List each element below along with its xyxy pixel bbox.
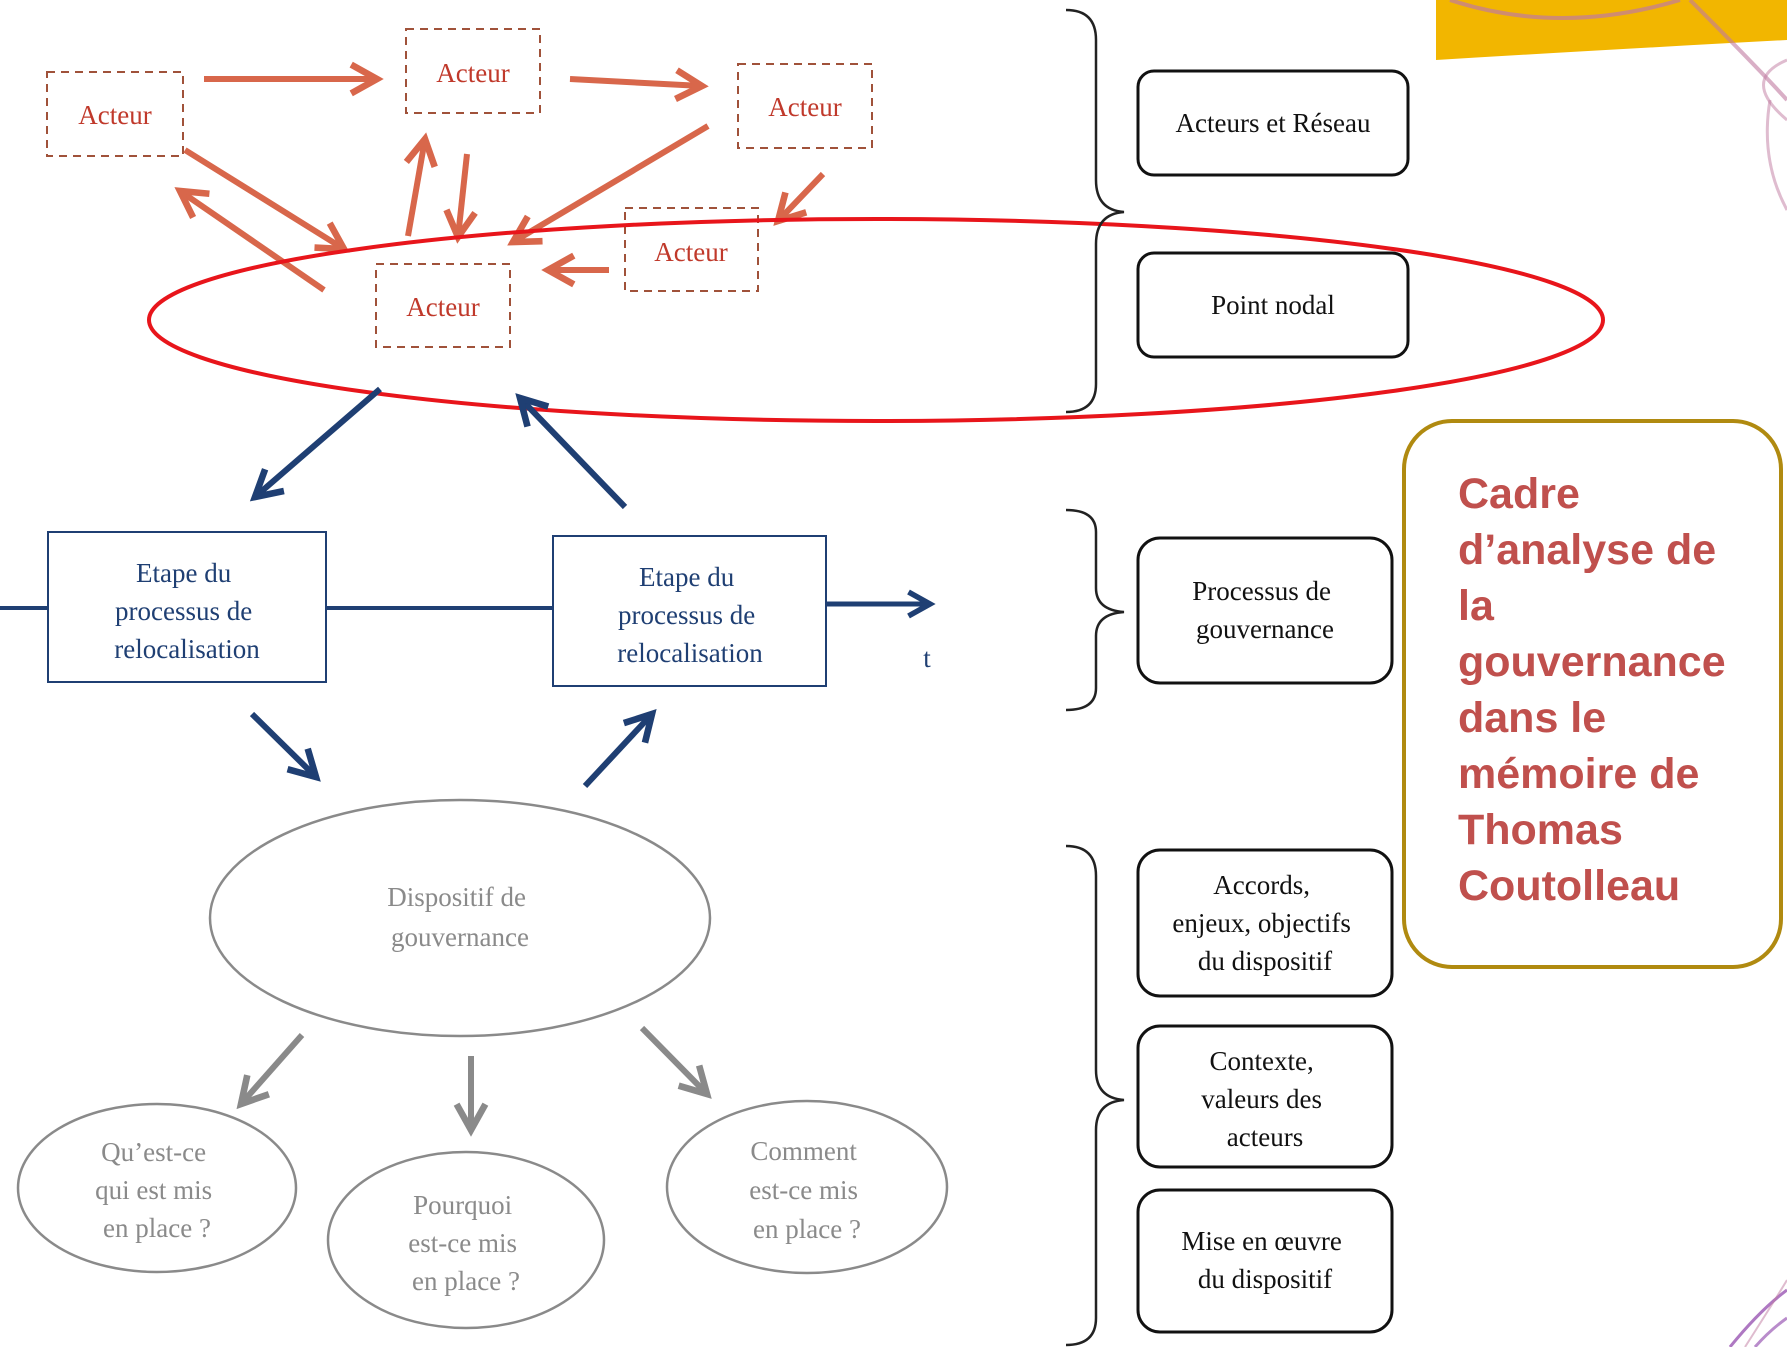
brace-process bbox=[1065, 508, 1125, 712]
box-context: Contexte, valeurs des acteurs bbox=[1136, 1024, 1394, 1169]
box-agreements: Accords, enjeux, objectifs du dispositif bbox=[1136, 848, 1394, 998]
arrow-nodal-to-step1 bbox=[249, 386, 382, 502]
process-step-1: Etape du processus de relocalisation bbox=[47, 531, 327, 683]
dispositif-line: gouvernance bbox=[391, 922, 529, 952]
arrow-dispositif-to-how bbox=[639, 1025, 712, 1099]
arrow-actor-top-to-right bbox=[569, 67, 709, 102]
callout-line: mémoire de bbox=[1458, 750, 1699, 798]
svg-text:Mise en œuvre du dispo: Mise en œuvre du dispositif bbox=[1181, 1226, 1348, 1294]
arrow-step2-to-nodal bbox=[515, 393, 628, 510]
callout-line: gouvernance bbox=[1458, 638, 1726, 686]
box-label: Point nodal bbox=[1211, 290, 1335, 320]
callout-line: Cadre bbox=[1458, 470, 1580, 518]
box-governance-process: Processus de gouvernance bbox=[1136, 536, 1394, 685]
process-step-label: Etape du processus de relocalisation bbox=[617, 562, 763, 668]
step-line: processus de bbox=[618, 600, 755, 630]
actor-label: Acteur bbox=[436, 58, 509, 88]
corner-decoration-bottom bbox=[1728, 1279, 1787, 1347]
time-axis-label: t bbox=[923, 643, 931, 673]
actor-network: Acteur Acteur Acteur Acteur Acteur bbox=[46, 28, 873, 348]
box-line: valeurs des bbox=[1201, 1084, 1322, 1114]
svg-text:Contexte, valeurs des: Contexte, valeurs des acteurs bbox=[1201, 1046, 1328, 1152]
box-line: Processus de bbox=[1192, 576, 1331, 606]
step-line: relocalisation bbox=[617, 638, 763, 668]
actor-box-top: Acteur bbox=[405, 28, 541, 114]
box-line: du dispositif bbox=[1198, 946, 1332, 976]
question-how: Comment est-ce mis en place ? bbox=[665, 1099, 949, 1275]
box-line: Contexte, bbox=[1210, 1046, 1314, 1076]
nodal-point-highlight bbox=[147, 217, 1605, 423]
question-line: Comment bbox=[750, 1136, 857, 1166]
arrow-dispositif-to-step2 bbox=[582, 709, 657, 789]
box-nodal-point: Point nodal bbox=[1136, 251, 1410, 359]
actor-box-nodal: Acteur bbox=[375, 263, 511, 348]
step-line: relocalisation bbox=[114, 634, 260, 664]
actor-label: Acteur bbox=[654, 237, 727, 267]
actor-label: Acteur bbox=[406, 292, 479, 322]
actor-box-left: Acteur bbox=[46, 71, 184, 157]
arrow-actor-left-to-nodal bbox=[183, 147, 350, 253]
box-actors-network: Acteurs et Réseau bbox=[1136, 69, 1410, 177]
box-line: Mise en œuvre bbox=[1181, 1226, 1341, 1256]
svg-text:Accords, enjeux, objec: Accords, enjeux, objectifs du dispositif bbox=[1172, 870, 1357, 976]
question-line: est-ce mis bbox=[749, 1175, 858, 1205]
box-line: gouvernance bbox=[1196, 614, 1334, 644]
question-line: en place ? bbox=[412, 1266, 520, 1296]
box-line: du dispositif bbox=[1198, 1264, 1332, 1294]
arrow-actor-right-to-nodal bbox=[507, 123, 710, 246]
question-why: Pourquoi est-ce mis en place ? bbox=[326, 1150, 606, 1330]
dispositif-label: Dispositif de gouvernance bbox=[387, 882, 533, 952]
box-label: Acteurs et Réseau bbox=[1176, 108, 1371, 138]
arrow-actor-top-to-nodal bbox=[443, 153, 478, 244]
callout-title: Cadre d’analyse de la gouvernance dans l… bbox=[1458, 470, 1738, 910]
box-implementation: Mise en œuvre du dispositif bbox=[1136, 1188, 1394, 1334]
svg-text:Processus de gouvernan: Processus de gouvernance bbox=[1192, 576, 1337, 644]
callout-line: Coutolleau bbox=[1458, 862, 1680, 910]
question-line: en place ? bbox=[103, 1213, 211, 1243]
question-line: Qu’est-ce bbox=[101, 1137, 206, 1167]
step-line: Etape du bbox=[136, 558, 232, 588]
question-what: Qu’est-ce qui est mis en place ? bbox=[16, 1102, 298, 1274]
arrow-dispositif-to-what bbox=[236, 1033, 305, 1110]
box-line: acteurs bbox=[1227, 1122, 1303, 1152]
right-legend: Acteurs et Réseau Point nodal Processus … bbox=[1136, 69, 1410, 1334]
svg-text:Qu’est-ce qui est mis: Qu’est-ce qui est mis en place ? bbox=[95, 1137, 219, 1243]
question-line: est-ce mis bbox=[408, 1228, 517, 1258]
actor-label: Acteur bbox=[78, 100, 151, 130]
dispositif: Dispositif de gouvernance Qu’est-ce qui … bbox=[16, 798, 949, 1330]
actor-label: Acteur bbox=[768, 92, 841, 122]
arrow-step1-to-dispositif bbox=[249, 711, 321, 782]
arrow-nodal-to-actor-top bbox=[403, 132, 438, 237]
actor-box-mid-right: Acteur bbox=[624, 207, 759, 292]
svg-text:Comment est-ce mis: Comment est-ce mis en place ? bbox=[749, 1136, 864, 1244]
process-step-label: Etape du processus de relocalisation bbox=[114, 558, 260, 664]
svg-text:Pourquoi est-ce mis: Pourquoi est-ce mis en place ? bbox=[408, 1190, 523, 1296]
actor-box-right: Acteur bbox=[737, 63, 873, 149]
dispositif-ellipse: Dispositif de gouvernance bbox=[208, 798, 712, 1038]
callout-line: la bbox=[1458, 582, 1495, 630]
callout-line: d’analyse de bbox=[1458, 526, 1716, 574]
box-line: enjeux, objectifs bbox=[1172, 908, 1350, 938]
box-line: Accords, bbox=[1213, 870, 1310, 900]
callout-line: dans le bbox=[1458, 694, 1606, 742]
arrow-actor-far-to-midright bbox=[773, 171, 826, 226]
brace-network bbox=[1065, 8, 1125, 414]
process-step-2: Etape du processus de relocalisation bbox=[552, 535, 827, 687]
question-line: qui est mis bbox=[95, 1175, 212, 1205]
question-line: en place ? bbox=[753, 1214, 861, 1244]
step-line: Etape du bbox=[639, 562, 735, 592]
callout-line: Thomas bbox=[1458, 806, 1623, 854]
callout-box: Cadre d’analyse de la gouvernance dans l… bbox=[1402, 419, 1783, 969]
dispositif-line: Dispositif de bbox=[387, 882, 526, 912]
step-line: processus de bbox=[115, 596, 252, 626]
corner-decoration-top bbox=[1436, 0, 1787, 211]
process-timeline: Etape du processus de relocalisation Eta… bbox=[0, 531, 936, 687]
brace-dispositif bbox=[1065, 844, 1125, 1347]
question-line: Pourquoi bbox=[413, 1190, 512, 1220]
arrow-nodal-to-actor-left bbox=[174, 187, 326, 293]
